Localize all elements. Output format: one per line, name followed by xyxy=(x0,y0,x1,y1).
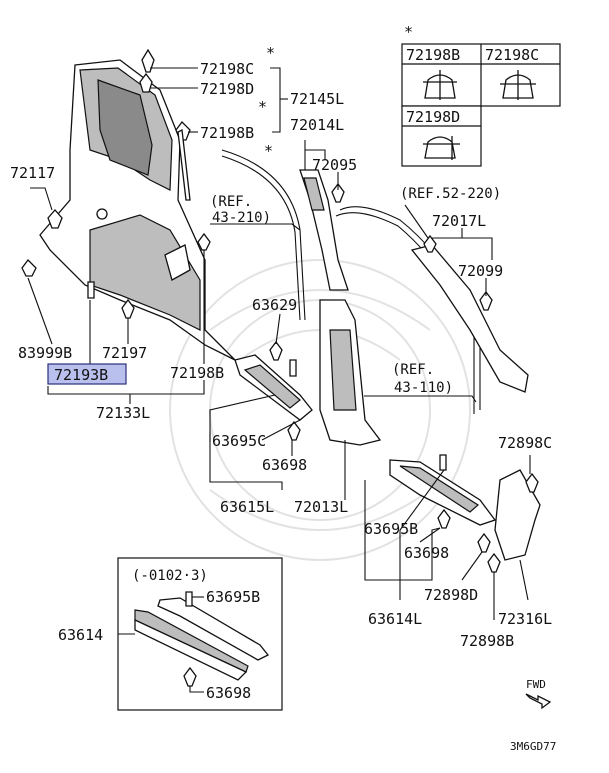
label-63695c: 63695C xyxy=(212,432,266,450)
label-63695b-b: 63695B xyxy=(206,588,260,606)
leader-lines xyxy=(27,67,531,693)
label-63698-b: 63698 xyxy=(404,544,449,562)
label-72099: 72099 xyxy=(458,262,503,280)
fwd-arrow-icon xyxy=(525,693,552,710)
label-72193b[interactable]: 72193B xyxy=(54,366,108,384)
ref-52-220: (REF.52-220) xyxy=(400,186,501,202)
scuff-plate-63614l xyxy=(389,459,497,526)
label-72898b: 72898B xyxy=(460,632,514,650)
inset-box: (-0102·3) xyxy=(117,557,283,711)
clip-72095[interactable] xyxy=(331,182,345,203)
label-72117: 72117 xyxy=(10,164,55,182)
clip-63698-a[interactable] xyxy=(287,420,301,441)
clip-72197[interactable] xyxy=(121,298,135,319)
clip-52-220[interactable] xyxy=(423,234,437,253)
label-72316l: 72316L xyxy=(498,610,552,628)
pillar-lower-72013l xyxy=(319,299,382,446)
clip-72198c-drawing xyxy=(500,70,536,100)
quarter-trim-panel xyxy=(39,59,236,361)
weatherstrip-72014l-rear xyxy=(221,149,306,321)
clip-72198d-top[interactable] xyxy=(139,72,153,93)
label-72898d: 72898D xyxy=(424,586,478,604)
clip-72898b[interactable] xyxy=(487,552,501,573)
clip-63698-inset[interactable] xyxy=(183,666,197,687)
label-83999b: 83999B xyxy=(18,344,72,362)
clip-72198c-top[interactable] xyxy=(141,48,155,73)
table-header-72198c: 72198C xyxy=(485,46,539,64)
weatherstrip-72145l xyxy=(177,129,191,201)
screw-63695b[interactable] xyxy=(439,454,447,471)
bracket-72316l xyxy=(494,469,541,561)
label-63614: 63614 xyxy=(58,626,103,644)
screw-72193b[interactable] xyxy=(87,281,95,299)
pillar-trim-72014l xyxy=(299,169,349,291)
label-72014l: 72014L xyxy=(290,116,344,134)
ref-43-210-line1: (REF. xyxy=(210,194,252,210)
clip-legend-table: * 72198B 72198C 72198D xyxy=(401,23,561,167)
ref-43-110-line2: 43-110) xyxy=(394,380,453,396)
clip-83999b[interactable] xyxy=(21,259,37,277)
clip-72117[interactable] xyxy=(47,209,63,229)
label-72197: 72197 xyxy=(102,344,147,362)
label-72013l: 72013L xyxy=(294,498,348,516)
ref-43-110-line1: (REF. xyxy=(392,362,434,378)
label-72898c: 72898C xyxy=(498,434,552,452)
clip-72198d-drawing xyxy=(423,136,460,160)
clip-72198b-low[interactable] xyxy=(197,232,211,251)
clip-72198b-drawing xyxy=(423,70,457,100)
label-63615l: 63615L xyxy=(220,498,274,516)
screw-63695b-inset[interactable] xyxy=(185,591,193,607)
label-63698-a: 63698 xyxy=(262,456,307,474)
label-72198b-top: 72198B xyxy=(200,124,254,142)
clip-72099[interactable] xyxy=(479,290,493,311)
label-63698-c: 63698 xyxy=(206,684,251,702)
label-72095: 72095 xyxy=(312,156,357,174)
clip-72898c[interactable] xyxy=(525,472,539,493)
table-header-72198b: 72198B xyxy=(406,46,460,64)
fwd-label: FWD xyxy=(526,678,546,691)
label-72017l: 72017L xyxy=(432,212,486,230)
label-72145l: 72145L xyxy=(290,90,344,108)
label-72198c: 72198C xyxy=(200,60,254,78)
table-header-72198d: 72198D xyxy=(406,108,460,126)
screw-63629[interactable] xyxy=(289,359,297,377)
label-63629: 63629 xyxy=(252,296,297,314)
highlight-72193b xyxy=(47,363,127,385)
clip-63629[interactable] xyxy=(269,340,283,361)
asterisk-72198b: * xyxy=(264,142,273,160)
inset-date-range: (-0102·3) xyxy=(132,568,208,584)
ref-43-210-line2: 43-210) xyxy=(212,210,271,226)
part-labels: 72198C * 72198D 72145L * 72198B * 72014L… xyxy=(10,44,552,702)
front-pillar-trim-72017l xyxy=(410,244,529,393)
label-72198b-low: 72198B xyxy=(170,364,224,382)
scuff-plate-63615l xyxy=(234,354,313,421)
label-72133l: 72133L xyxy=(96,404,150,422)
clip-72898d[interactable] xyxy=(477,532,491,553)
label-63695b-a: 63695B xyxy=(364,520,418,538)
diagram-code: 3M6GD77 xyxy=(510,740,556,753)
table-asterisk: * xyxy=(404,23,413,41)
label-63614l: 63614L xyxy=(368,610,422,628)
fwd-indicator: FWD xyxy=(525,678,552,710)
clip-63698-b[interactable] xyxy=(437,508,451,529)
asterisk-72198c: * xyxy=(266,44,275,62)
label-72198d: 72198D xyxy=(200,80,254,98)
asterisk-72198d: * xyxy=(258,98,267,116)
